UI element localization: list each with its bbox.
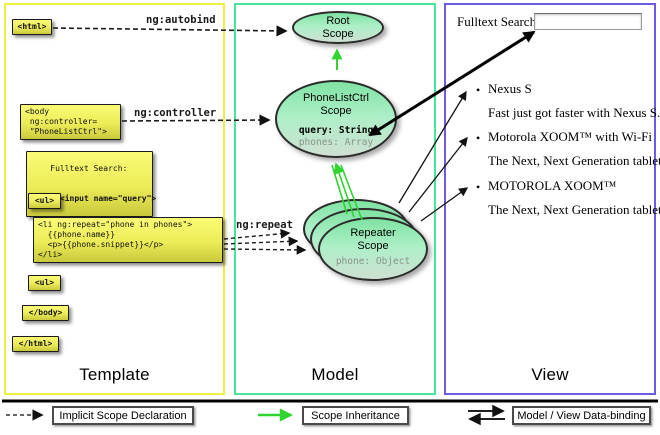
- phonelistctrl-phones-prop: phones: Array: [298, 137, 374, 148]
- bullet-icon: •: [476, 83, 481, 97]
- fulltext-search-input[interactable]: [534, 13, 642, 30]
- phone-name-xoom: MOTOROLA XOOM™: [488, 178, 617, 193]
- view-column: View: [444, 3, 656, 395]
- bullet-icon: •: [476, 131, 481, 145]
- phonelistctrl-scope-title: PhoneListCtrl Scope: [302, 92, 370, 117]
- phone-snippet-nexus: Fast just got faster with Nexus S.: [488, 105, 660, 120]
- phone-name-xoom-wifi: Motorola XOOM™ with Wi-Fi: [488, 129, 653, 144]
- repeater-scope-title: Repeater Scope: [350, 227, 396, 252]
- legend-scope-inheritance: Scope Inheritance: [302, 406, 409, 425]
- repeater-phone-prop: phone: Object: [335, 256, 411, 267]
- fulltext-code-input-line: <input name="query">: [50, 194, 157, 203]
- phone-snippet-xoom: The Next, Next Generation tablet.: [488, 202, 660, 217]
- view-column-label: View: [531, 365, 569, 384]
- legend-implicit-scope-declaration: Implicit Scope Declaration: [52, 406, 194, 425]
- body-open-tag-box: <body ng:controller= "PhoneListCtrl">: [20, 104, 121, 140]
- root-scope-ellipse: Root Scope: [292, 11, 384, 44]
- root-scope-title: Root Scope: [322, 14, 354, 40]
- phone-snippet-xoom-wifi: The Next, Next Generation tablet.: [488, 153, 660, 168]
- ng-autobind-label: ng:autobind: [146, 14, 216, 26]
- model-column-label: Model: [311, 365, 359, 384]
- html-open-tag-box: <html>: [12, 19, 52, 35]
- view-fulltext-search-label: Fulltext Search:: [457, 14, 540, 29]
- li-repeat-code-box: <li ng:repeat="phone in phones"> {{phone…: [33, 217, 223, 263]
- ul-open-tag-box-2: <ul>: [28, 275, 61, 291]
- repeater-scope-ellipse-front: Repeater Scope phone: Object: [318, 217, 428, 281]
- model-column: Model: [234, 3, 436, 395]
- bullet-icon: •: [476, 180, 481, 194]
- phonelistctrl-query-prop: query: String: [298, 125, 374, 136]
- template-column-label: Template: [79, 365, 150, 384]
- html-close-tag-box: </html>: [12, 336, 59, 352]
- legend-model-view-databinding: Model / View Data-binding: [512, 406, 651, 425]
- ul-open-tag-box-1: <ul>: [28, 193, 61, 209]
- ng-repeat-label: ng:repeat: [236, 219, 293, 231]
- phone-name-nexus: Nexus S: [488, 81, 532, 96]
- fulltext-code-label-line: Fulltext Search:: [50, 164, 128, 173]
- ng-controller-label: ng:controller: [134, 107, 217, 119]
- phonelistctrl-scope-ellipse: PhoneListCtrl Scope query: String phones…: [275, 80, 397, 158]
- body-close-tag-box: </body>: [22, 305, 69, 321]
